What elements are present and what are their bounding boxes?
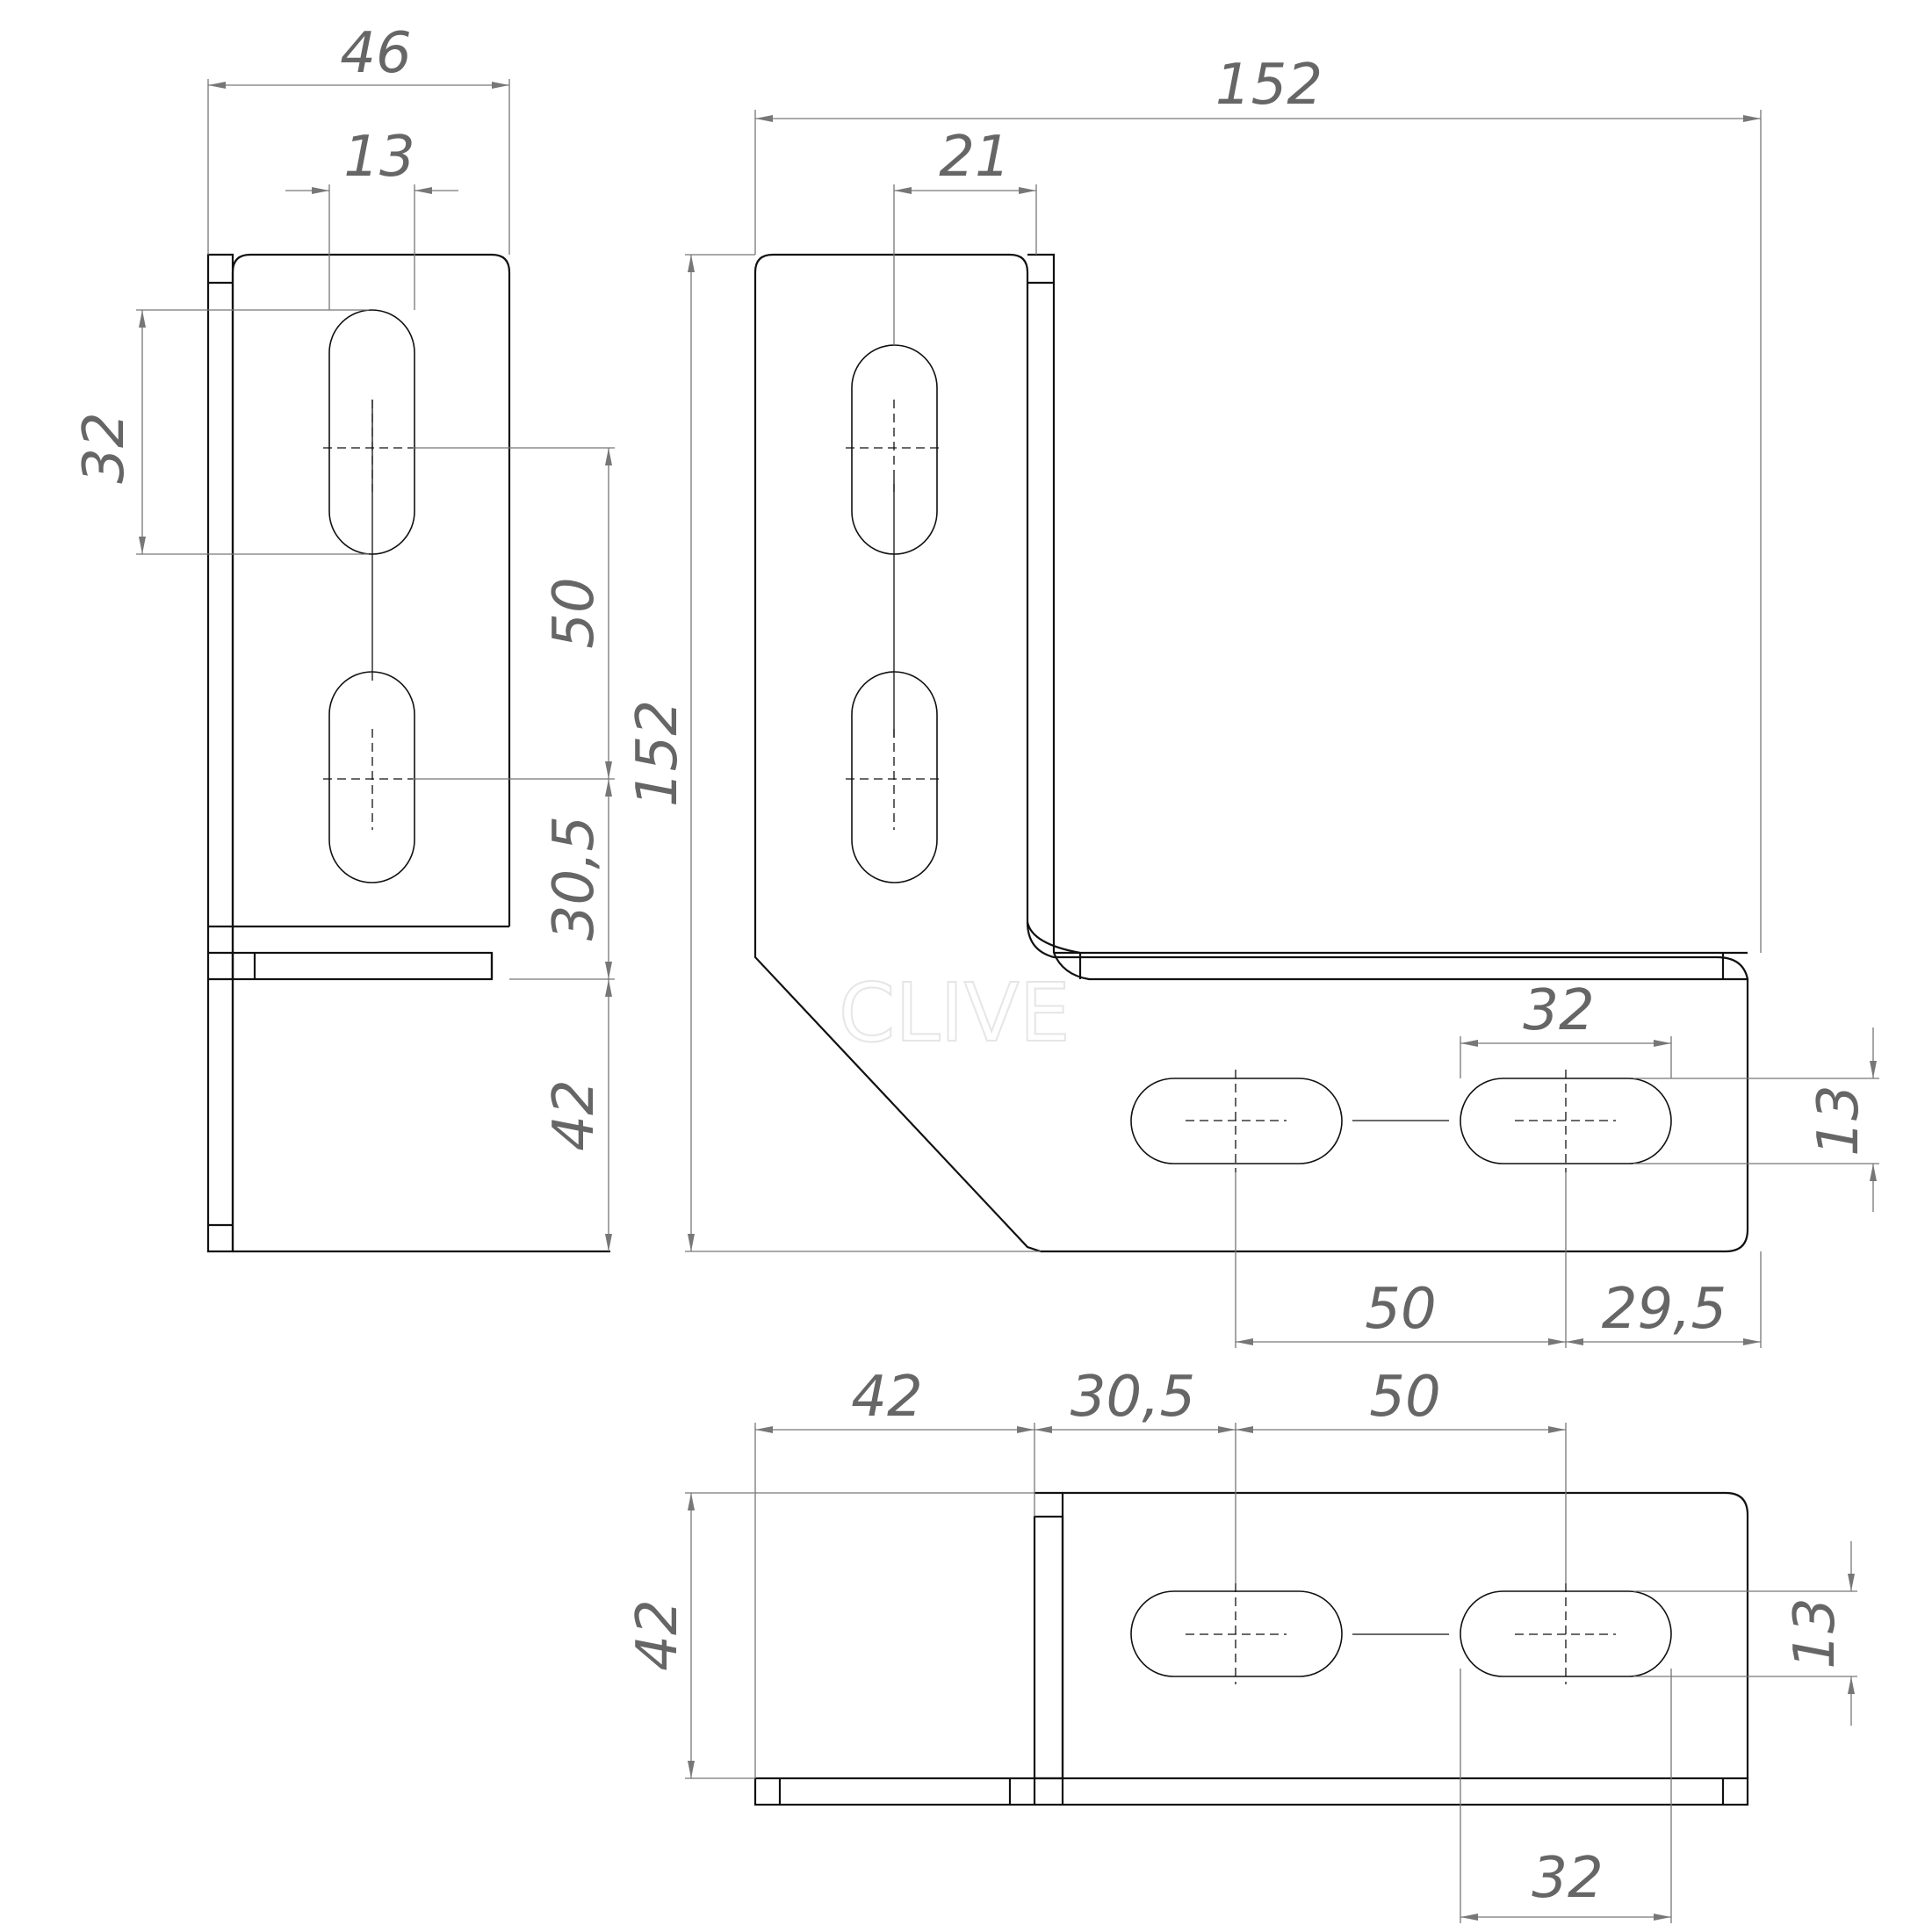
front-view: 152 21 152 32 13 50 29,5: [625, 53, 1879, 1348]
dim-front-slot-pitch: 50: [1365, 1277, 1436, 1342]
dim-front-slot-offset: 21: [939, 125, 1010, 190]
watermark-text: CLIVE: [839, 966, 1071, 1060]
dim-bottom-slot-width: 13: [1783, 1597, 1848, 1669]
dim-bottom-slot-length: 32: [1532, 1846, 1603, 1911]
front-view-flange-edge: [1052, 952, 1748, 981]
bottom-view-slot: [1130, 1590, 1343, 1677]
dim-side-width: 46: [340, 21, 411, 86]
dim-front-slot-width: 13: [1806, 1085, 1871, 1156]
dim-front-slot-length: 32: [1523, 978, 1594, 1043]
dim-front-width: 152: [1215, 53, 1323, 118]
dim-side-slot-to-bend: 30,5: [542, 816, 607, 941]
side-view-plate: [231, 253, 511, 1251]
bottom-view-plate: [1061, 1491, 1749, 1778]
bottom-view: 42 30,5 50 42 13 32: [625, 1365, 1857, 1923]
dim-side-slot-length: 32: [72, 412, 137, 483]
dim-side-slot-width: 13: [343, 125, 415, 190]
front-view-flange-edge: [1026, 921, 1748, 955]
side-view: 46 13 32 50 30,5 42: [72, 21, 615, 1253]
dim-bottom-bend-to-slot: 30,5: [1071, 1365, 1196, 1430]
dim-bottom-slot-pitch: 50: [1369, 1365, 1440, 1430]
front-view-flange-edge: [1027, 253, 1056, 953]
side-view-bend: [231, 951, 494, 981]
dim-front-height: 152: [625, 700, 690, 807]
bottom-view-base: [753, 1777, 1749, 1806]
dim-bottom-flange: 42: [851, 1365, 922, 1430]
bottom-view-bend: [1033, 1515, 1064, 1780]
front-view-slot: [1130, 1078, 1343, 1164]
dim-side-slot-pitch: 50: [542, 577, 607, 648]
dim-side-flange: 42: [542, 1079, 607, 1150]
watermark: CLIVE: [838, 965, 1071, 1061]
front-view-outline: [753, 253, 1749, 1253]
dim-front-slot-to-edge: 29,5: [1602, 1277, 1727, 1342]
side-view-outline: [206, 253, 234, 1253]
dim-bottom-height: 42: [625, 1599, 690, 1670]
